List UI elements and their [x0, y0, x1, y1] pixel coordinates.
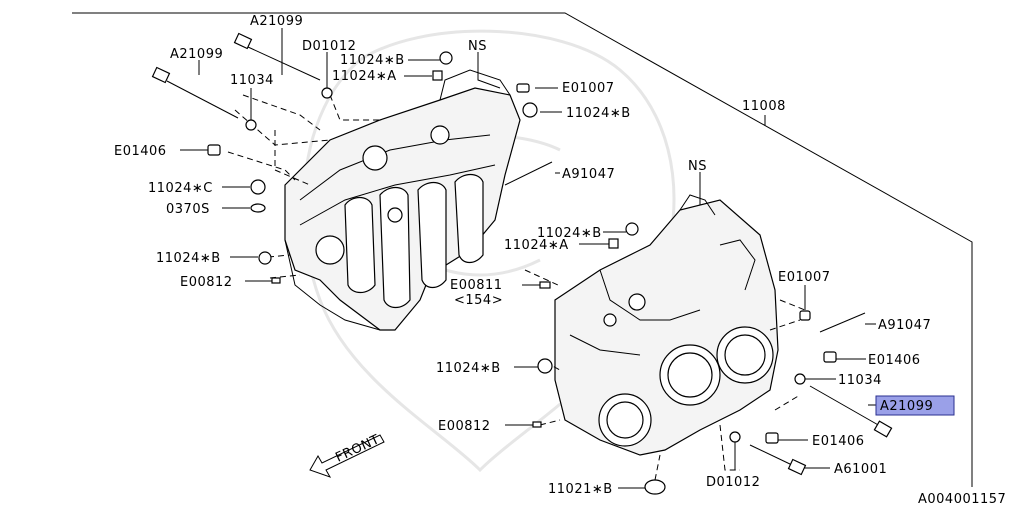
label-ns-right: NS — [688, 159, 707, 174]
bolt-a21099-top — [233, 32, 321, 81]
label-11021b[interactable]: 11021∗B — [548, 482, 613, 497]
pin-e01406-left — [207, 144, 221, 156]
label-11024a-top[interactable]: 11024∗A — [332, 69, 397, 84]
label-11024b-top[interactable]: 11024∗B — [340, 53, 405, 68]
label-11024b-mid[interactable]: 11024∗B — [537, 226, 602, 241]
label-a21099-right[interactable]: A21099 — [880, 399, 933, 414]
right-crankcase-half — [554, 194, 779, 456]
part-labels: A21099 A21099 D01012 NS 11024∗B 11024∗A … — [114, 14, 1006, 507]
bolt-a21099-right — [809, 385, 893, 438]
pin-e01406-bottom — [765, 432, 779, 444]
front-label: FRONT — [333, 432, 382, 465]
pin-e01406-right — [823, 351, 837, 363]
label-11034-left[interactable]: 11034 — [230, 73, 274, 88]
gasket-0370s — [250, 203, 266, 213]
label-a91047-top[interactable]: A91047 — [562, 167, 615, 182]
pin-e00812-left — [271, 277, 281, 284]
diagram-id: A004001157 — [918, 492, 1006, 507]
label-11024b-right[interactable]: 11024∗B — [436, 361, 501, 376]
plug-11024a-mid — [608, 238, 619, 249]
pin-e00812-right — [532, 421, 542, 428]
plug-11024b-right — [537, 358, 553, 374]
label-e01406-bottom[interactable]: E01406 — [812, 434, 865, 449]
label-11008[interactable]: 11008 — [742, 99, 786, 114]
plug-11024b-left — [258, 251, 272, 265]
label-ns-top: NS — [468, 39, 487, 54]
label-e00812-left[interactable]: E00812 — [180, 275, 233, 290]
label-11024b-left[interactable]: 11024∗B — [156, 251, 221, 266]
label-a21099-top[interactable]: A21099 — [250, 14, 303, 29]
label-e00812-right[interactable]: E00812 — [438, 419, 491, 434]
label-a91047-right[interactable]: A91047 — [878, 318, 931, 333]
bolt-a21099-left — [151, 66, 239, 119]
label-e00811-ref: <154> — [454, 293, 503, 308]
label-e01406-left[interactable]: E01406 — [114, 144, 167, 159]
label-11024c[interactable]: 11024∗C — [148, 181, 213, 196]
label-d01012-top[interactable]: D01012 — [302, 39, 356, 54]
label-11034-right[interactable]: 11034 — [838, 373, 882, 388]
plug-11021b — [644, 479, 666, 495]
label-e01406-right[interactable]: E01406 — [868, 353, 921, 368]
washer-d01012-top — [321, 87, 333, 99]
washer-11034-right — [794, 373, 806, 385]
label-11024b-top2[interactable]: 11024∗B — [566, 106, 631, 121]
washer-11034-left — [245, 119, 257, 131]
plug-11024b-mid — [625, 222, 639, 236]
highlight-box-a21099[interactable] — [875, 395, 955, 416]
leader-lines — [180, 28, 876, 489]
left-crankcase-half — [284, 69, 521, 331]
pin-e00811 — [539, 281, 551, 289]
bolt-a61001 — [749, 444, 807, 476]
label-e01007-right[interactable]: E01007 — [778, 270, 831, 285]
label-e01007-top[interactable]: E01007 — [562, 81, 615, 96]
label-d01012-bottom[interactable]: D01012 — [706, 475, 760, 490]
plug-11024b-top2 — [522, 102, 538, 118]
front-arrow: FRONT — [309, 432, 385, 478]
label-0370s[interactable]: 0370S — [166, 202, 210, 217]
label-e00811[interactable]: E00811 — [450, 278, 503, 293]
plug-11024b-top — [439, 51, 453, 65]
washer-d01012-bottom — [729, 431, 741, 443]
plug-11024a-top — [432, 70, 443, 81]
assembly-bracket-11008 — [72, 12, 973, 487]
label-11024a-mid[interactable]: 11024∗A — [504, 238, 569, 253]
plug-11024c — [250, 179, 266, 195]
pin-e01007-top — [516, 83, 530, 93]
stud-a91047-top — [504, 161, 553, 186]
dashed-guides — [227, 94, 806, 481]
small-parts — [151, 32, 893, 495]
label-a21099-left[interactable]: A21099 — [170, 47, 223, 62]
pin-e01007-right — [799, 310, 811, 321]
stud-a91047-right — [819, 312, 866, 333]
label-a61001[interactable]: A61001 — [834, 462, 887, 477]
